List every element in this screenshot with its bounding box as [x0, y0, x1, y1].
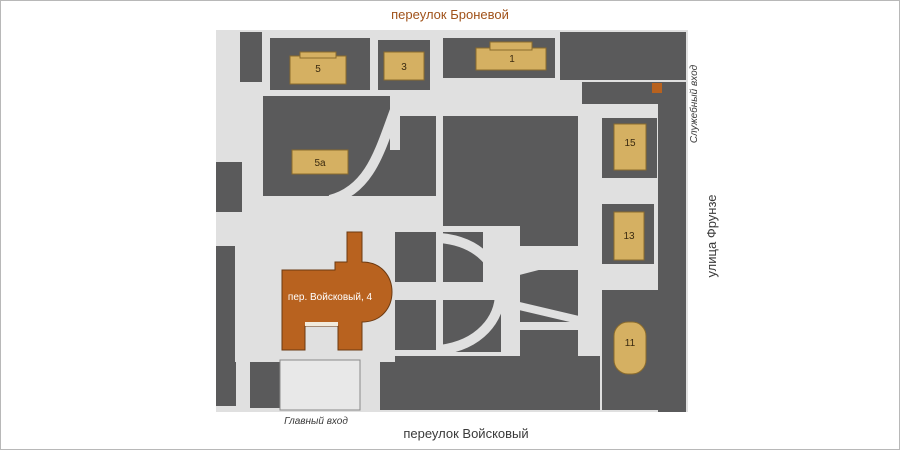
street-top: переулок Броневой	[391, 7, 509, 22]
service-entrance-label: Служебный вход	[688, 64, 700, 143]
building-13-label: 13	[623, 231, 635, 242]
garden-path-right	[513, 246, 602, 276]
building-11[interactable]: 11	[613, 321, 647, 375]
main-entrance-label: Главный вход	[284, 416, 348, 427]
building-1[interactable]: 1	[475, 41, 547, 71]
garden-oval-path	[439, 233, 505, 355]
curved-path	[328, 108, 400, 205]
building-5a-label: 5а	[314, 158, 326, 169]
building-15[interactable]: 15	[613, 123, 647, 171]
main-building-label: пер. Войсковый, 4	[288, 292, 373, 303]
building-13[interactable]: 13	[613, 211, 645, 261]
service-booth	[652, 83, 662, 93]
building-1-label: 1	[509, 54, 515, 65]
street-right: улица Фрунзе	[704, 194, 719, 277]
main-building[interactable]: пер. Войсковый, 4	[281, 231, 393, 351]
building-3[interactable]: 3	[383, 51, 425, 81]
building-15-label: 15	[624, 138, 636, 149]
building-5-label: 5	[315, 64, 321, 75]
building-3-label: 3	[401, 62, 407, 73]
street-bottom: переулок Войсковый	[403, 426, 528, 441]
building-11-label: 11	[625, 338, 636, 349]
garden-path-lower	[514, 301, 601, 329]
building-5[interactable]: 5	[289, 51, 347, 85]
main-entrance-area	[279, 359, 361, 411]
building-5a[interactable]: 5а	[291, 149, 349, 175]
